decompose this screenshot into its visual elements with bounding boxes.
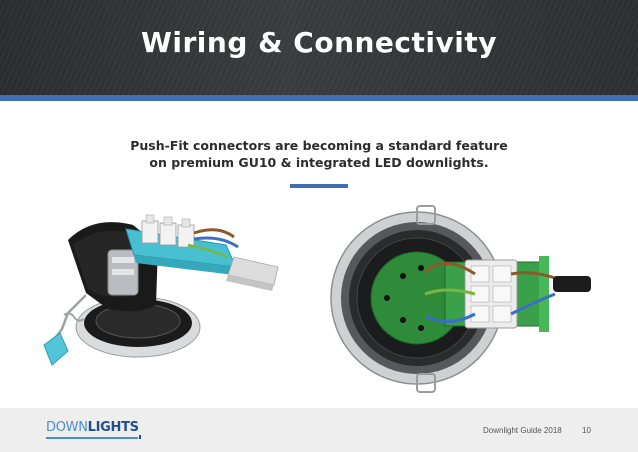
- footer-page-number: 10: [582, 426, 591, 435]
- footer-guide-label: Downlight Guide 2018: [483, 426, 562, 435]
- downlight-connector-image: [38, 205, 288, 375]
- slide-footer: [0, 408, 638, 452]
- downlight-connector-illustration: [43, 214, 279, 366]
- subtitle-line-2: on premium GU10 & integrated LED downlig…: [149, 155, 489, 170]
- logo-tick: [139, 435, 141, 439]
- downlight-rear-image: [325, 198, 593, 398]
- logo-text-down: DOWN: [46, 420, 88, 435]
- subtitle-line-1: Push-Fit connectors are becoming a stand…: [130, 138, 508, 153]
- logo-text-lights: LIGHTS: [87, 420, 139, 435]
- slide-header: Wiring & Connectivity: [0, 0, 638, 95]
- downlight-rear-wiring-illustration: [330, 205, 591, 393]
- subtitle-divider: [290, 184, 348, 188]
- downlights-logo: DOWNLIGHTS: [46, 420, 141, 440]
- slide-title: Wiring & Connectivity: [141, 26, 497, 59]
- logo-underline: [46, 437, 138, 439]
- header-accent-bar: [0, 95, 638, 101]
- slide-subtitle: Push-Fit connectors are becoming a stand…: [0, 137, 638, 171]
